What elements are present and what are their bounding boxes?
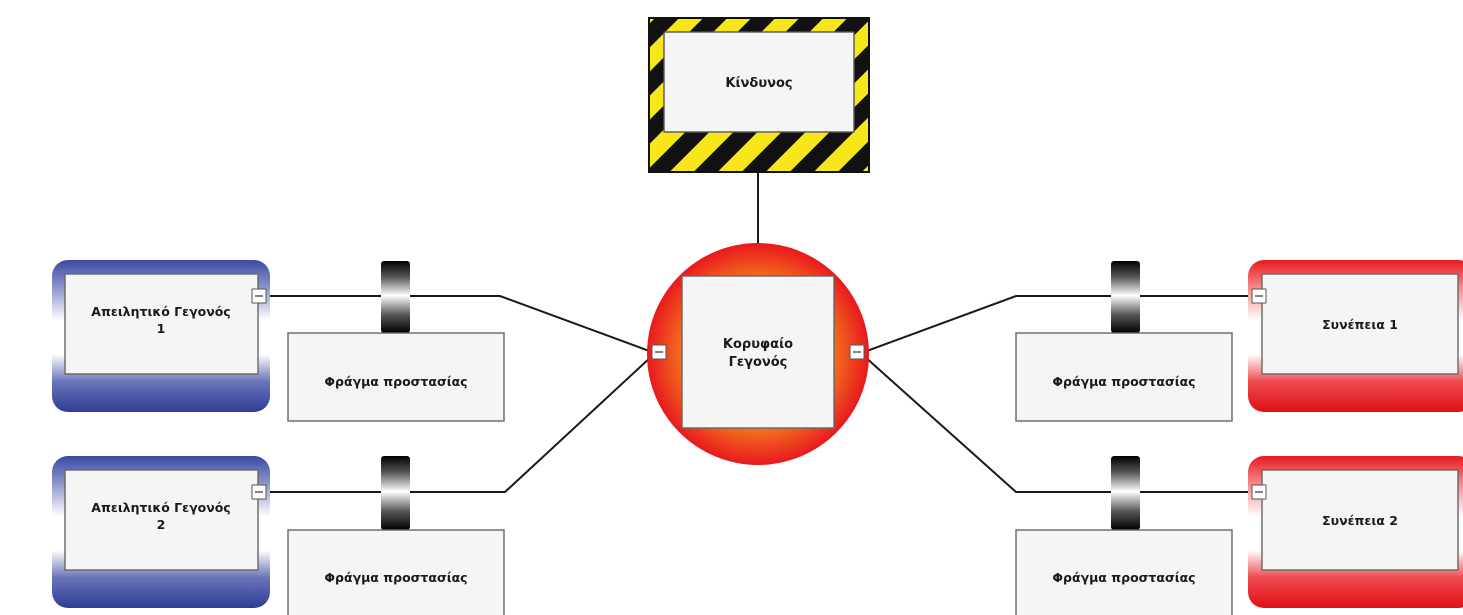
top-event-label-line-1: Κορυφαίο [723, 337, 793, 352]
threat-2-connector [268, 355, 653, 493]
barrier-label: Φράγμα προστασίας [324, 570, 467, 585]
barrier-label-box [287, 332, 505, 422]
barrier-node-left-1[interactable]: Φράγμα προστασίας [287, 261, 505, 422]
consequence-node-1[interactable]: Συνέπεια 1 [1248, 260, 1463, 412]
threat-1-collapse-icon[interactable] [251, 288, 267, 304]
top-event-node[interactable]: Κορυφαίο Γεγονός [647, 243, 869, 465]
consequence-1-collapse-icon[interactable] [1251, 288, 1267, 304]
top-event-label-line-2: Γεγονός [729, 355, 788, 370]
barrier-label: Φράγμα προστασίας [324, 374, 467, 389]
consequence-node-2[interactable]: Συνέπεια 2 [1248, 456, 1463, 608]
threat-1-inner-box [64, 273, 259, 375]
threat-node-2[interactable]: Απειλητικό Γεγονός 2 [52, 456, 270, 608]
barrier-label-box [1015, 529, 1233, 615]
barrier-cylinder-icon [1111, 261, 1140, 333]
threat-2-label-line-1: Απειλητικό Γεγονός [91, 500, 230, 515]
threat-1-connector [268, 295, 653, 353]
top-event-inner-box [681, 275, 835, 429]
top-event-collapse-right-icon[interactable] [849, 344, 865, 360]
top-event-collapse-left-icon[interactable] [651, 344, 667, 360]
barrier-label-box [1015, 332, 1233, 422]
consequence-1-connector [863, 295, 1256, 353]
barrier-node-left-2[interactable]: Φράγμα προστασίας [287, 456, 505, 615]
barrier-label-box [287, 529, 505, 615]
consequence-2-inner-box [1261, 469, 1459, 571]
consequence-1-label: Συνέπεια 1 [1322, 317, 1398, 332]
consequence-2-label: Συνέπεια 2 [1322, 513, 1398, 528]
barrier-cylinder-icon [381, 261, 410, 333]
hazard-label: Κίνδυνος [725, 76, 792, 91]
barrier-node-right-2[interactable]: Φράγμα προστασίας [1015, 456, 1233, 615]
barrier-label: Φράγμα προστασίας [1052, 374, 1195, 389]
consequence-2-connector [863, 355, 1256, 493]
barrier-cylinder-icon [381, 456, 410, 530]
threat-1-label-line-2: 1 [157, 321, 166, 336]
connectors [268, 172, 1256, 493]
consequence-1-inner-box [1261, 273, 1459, 375]
threat-2-collapse-icon[interactable] [251, 484, 267, 500]
barrier-cylinder-icon [1111, 456, 1140, 530]
hazard-inner-box [663, 31, 855, 133]
threat-1-label-line-1: Απειλητικό Γεγονός [91, 304, 230, 319]
barrier-node-right-1[interactable]: Φράγμα προστασίας [1015, 261, 1233, 422]
threat-2-label-line-2: 2 [157, 517, 166, 532]
threat-2-inner-box [64, 469, 259, 571]
consequence-2-collapse-icon[interactable] [1251, 484, 1267, 500]
threat-node-1[interactable]: Απειλητικό Γεγονός 1 [52, 260, 270, 412]
hazard-node[interactable]: Κίνδυνος [648, 17, 870, 173]
barrier-label: Φράγμα προστασίας [1052, 570, 1195, 585]
